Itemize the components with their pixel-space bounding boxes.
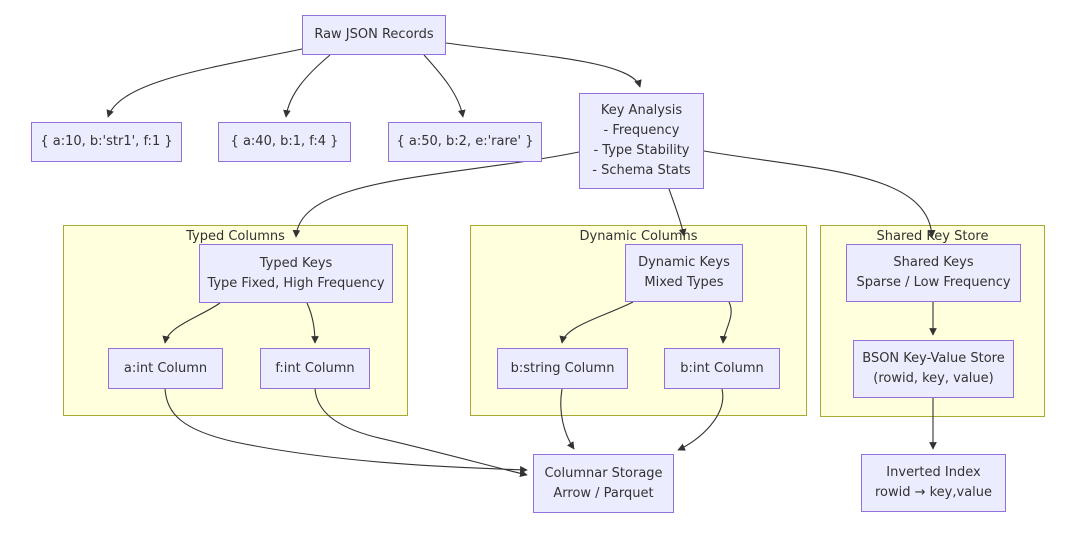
edge-raw-to-record1	[106, 48, 303, 118]
node-f-int-column: f:int Column	[260, 348, 370, 389]
node-line: rowid → key,value	[874, 485, 993, 500]
edge-dynamic-keys-to-b-string	[559, 301, 634, 344]
node-line: BSON Key-Value Store	[862, 351, 1005, 366]
edge-f-int-to-columnar	[314, 388, 528, 478]
edge-b-string-to-columnar	[560, 388, 575, 450]
edge-typed-keys-to-a-int	[162, 302, 221, 344]
edge-key-analysis-to-shared-keys	[703, 150, 936, 238]
node-line: Type Fixed, High Frequency	[207, 275, 385, 291]
node-raw-json-records: Raw JSON Records	[302, 15, 446, 55]
node-line: Raw JSON Records	[314, 27, 434, 42]
node-line: Mixed Types	[644, 275, 724, 290]
node-line: Arrow / Parquet	[553, 485, 654, 501]
node-record-3: { a:50, b:2, e:'rare' }	[388, 122, 542, 162]
cluster-typed-columns-label: Typed Columns	[186, 229, 285, 244]
node-line: - Frequency	[603, 123, 680, 138]
node-line: (rowid, key, value)	[873, 371, 994, 386]
node-line: Shared Keys	[893, 255, 974, 270]
edge-dynamic-keys-to-b-int	[719, 301, 732, 344]
node-line: b:string Column	[510, 360, 615, 376]
node-line: - Type Stability	[593, 143, 690, 158]
edge-b-int-to-columnar	[677, 388, 724, 451]
node-line: Typed Keys	[259, 255, 333, 271]
edge-key-analysis-to-typed-keys	[292, 151, 580, 238]
cluster-dynamic-columns-label: Dynamic Columns	[579, 229, 698, 244]
node-line: Inverted Index	[886, 465, 981, 480]
node-record-1: { a:10, b:'str1', f:1 }	[31, 122, 182, 162]
edge-a-int-to-columnar	[164, 388, 528, 474]
node-b-string-column: b:string Column	[497, 348, 628, 389]
node-columnar-storage: Columnar Storage Arrow / Parquet	[533, 454, 674, 513]
node-record-2: { a:40, b:1, f:4 }	[218, 122, 351, 162]
node-typed-keys: Typed Keys Type Fixed, High Frequency	[199, 244, 393, 303]
node-line: a:int Column	[123, 360, 208, 376]
node-bson-key-value-store: BSON Key-Value Store (rowid, key, value)	[853, 340, 1014, 398]
node-line: f:int Column	[275, 360, 355, 376]
edge-raw-to-record3	[423, 54, 466, 118]
node-line: Key Analysis	[600, 103, 683, 118]
node-key-analysis: Key Analysis - Frequency - Type Stabilit…	[579, 93, 704, 189]
node-line: Sparse / Low Frequency	[856, 275, 1011, 290]
node-line: { a:50, b:2, e:'rare' }	[396, 134, 534, 149]
node-line: - Schema Stats	[592, 163, 691, 178]
node-shared-keys: Shared Keys Sparse / Low Frequency	[846, 244, 1021, 302]
edge-raw-to-key-analysis	[445, 42, 642, 88]
edge-typed-keys-to-f-int	[306, 302, 319, 344]
edge-key-analysis-to-dynamic-keys	[668, 188, 687, 237]
edge-raw-to-record2	[283, 54, 331, 118]
node-line: Dynamic Keys	[638, 255, 730, 270]
node-line: Columnar Storage	[544, 465, 663, 481]
node-dynamic-keys: Dynamic Keys Mixed Types	[625, 244, 743, 302]
node-inverted-index: Inverted Index rowid → key,value	[861, 454, 1006, 512]
node-line: b:int Column	[680, 360, 764, 376]
node-line: { a:40, b:1, f:4 }	[230, 134, 339, 149]
node-a-int-column: a:int Column	[108, 348, 223, 389]
node-b-int-column: b:int Column	[664, 348, 780, 389]
node-line: { a:10, b:'str1', f:1 }	[40, 134, 173, 149]
